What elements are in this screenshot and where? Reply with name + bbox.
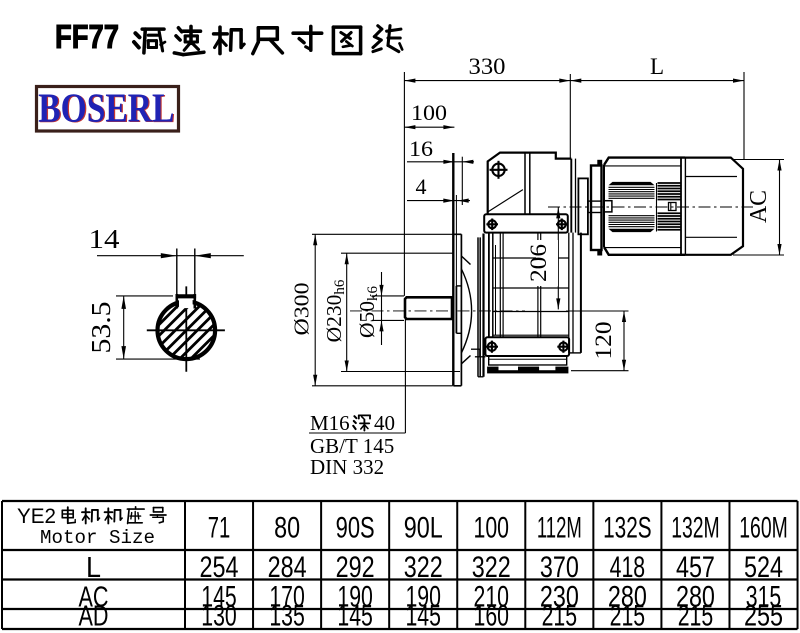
svg-text:L: L: [86, 552, 101, 584]
svg-text:330: 330: [469, 54, 506, 79]
svg-text:112M: 112M: [537, 512, 582, 545]
svg-text:215: 215: [542, 600, 578, 633]
svg-text:90L: 90L: [404, 512, 443, 545]
svg-text:M16: M16: [310, 411, 350, 435]
svg-text:145: 145: [405, 600, 441, 633]
svg-text:315: 315: [746, 581, 782, 614]
svg-text:AD: AD: [79, 601, 109, 633]
svg-text:280: 280: [676, 581, 715, 614]
svg-text:DIN 332: DIN 332: [310, 455, 384, 479]
svg-text:YE2: YE2: [17, 505, 56, 528]
svg-text:160: 160: [474, 600, 510, 633]
svg-text:145: 145: [337, 600, 373, 633]
svg-text:53.5: 53.5: [86, 302, 116, 354]
svg-text:145: 145: [201, 581, 237, 614]
svg-text:322: 322: [404, 551, 443, 584]
svg-text:L: L: [650, 54, 664, 79]
svg-text:100: 100: [474, 512, 510, 545]
svg-text:16: 16: [409, 136, 433, 161]
svg-text:130: 130: [201, 600, 237, 633]
svg-text:292: 292: [336, 551, 375, 584]
svg-text:160M: 160M: [739, 512, 788, 545]
svg-text:100: 100: [411, 100, 447, 125]
svg-text:190: 190: [405, 581, 441, 614]
svg-text:230: 230: [540, 581, 579, 614]
svg-text:BOSERL: BOSERL: [38, 84, 174, 130]
svg-text:215: 215: [678, 600, 714, 633]
svg-text:215: 215: [610, 600, 646, 633]
svg-text:135: 135: [269, 600, 305, 633]
svg-text:120: 120: [591, 322, 616, 360]
svg-text:280: 280: [608, 581, 647, 614]
svg-text:Motor Size: Motor Size: [40, 527, 155, 549]
svg-text:457: 457: [676, 551, 715, 584]
svg-text:524: 524: [744, 551, 783, 584]
svg-text:190: 190: [337, 581, 373, 614]
svg-text:40: 40: [374, 411, 395, 435]
svg-text:322: 322: [472, 551, 511, 584]
svg-text:BOSERL: BOSERL: [40, 85, 176, 131]
svg-text:71: 71: [208, 512, 231, 545]
svg-text:132S: 132S: [603, 512, 652, 545]
svg-text:132M: 132M: [671, 512, 720, 545]
svg-text:90S: 90S: [336, 512, 375, 545]
svg-text:254: 254: [200, 551, 239, 584]
svg-text:255: 255: [744, 600, 783, 633]
svg-text:284: 284: [268, 551, 307, 584]
svg-text:Ø300: Ø300: [290, 283, 314, 336]
svg-text:206: 206: [526, 244, 551, 282]
svg-text:AC: AC: [79, 582, 109, 614]
svg-text:4: 4: [416, 174, 427, 199]
svg-text:210: 210: [474, 581, 510, 614]
svg-text:14: 14: [89, 224, 121, 254]
svg-text:370: 370: [540, 551, 579, 584]
svg-text:AC: AC: [746, 190, 772, 223]
svg-text:FF77: FF77: [55, 18, 119, 55]
svg-text:80: 80: [274, 512, 300, 545]
svg-text:GB/T 145: GB/T 145: [310, 434, 394, 458]
svg-text:170: 170: [269, 581, 305, 614]
svg-text:418: 418: [610, 551, 646, 584]
